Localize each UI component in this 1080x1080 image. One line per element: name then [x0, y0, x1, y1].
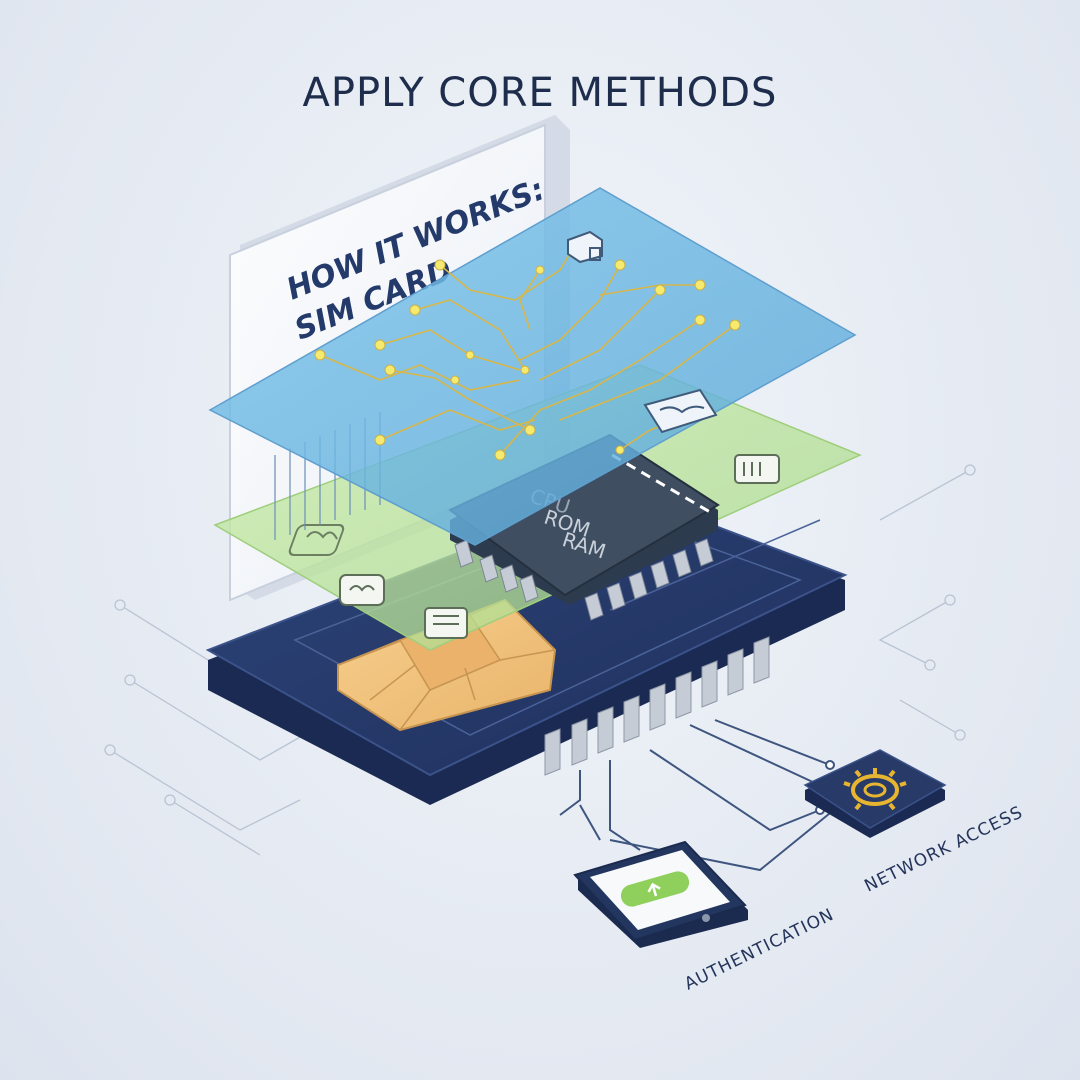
brain-icon: [340, 575, 384, 605]
memory-card-icon: [735, 455, 779, 483]
memory-card-icon: [425, 608, 467, 638]
phone-icon: [575, 842, 748, 948]
